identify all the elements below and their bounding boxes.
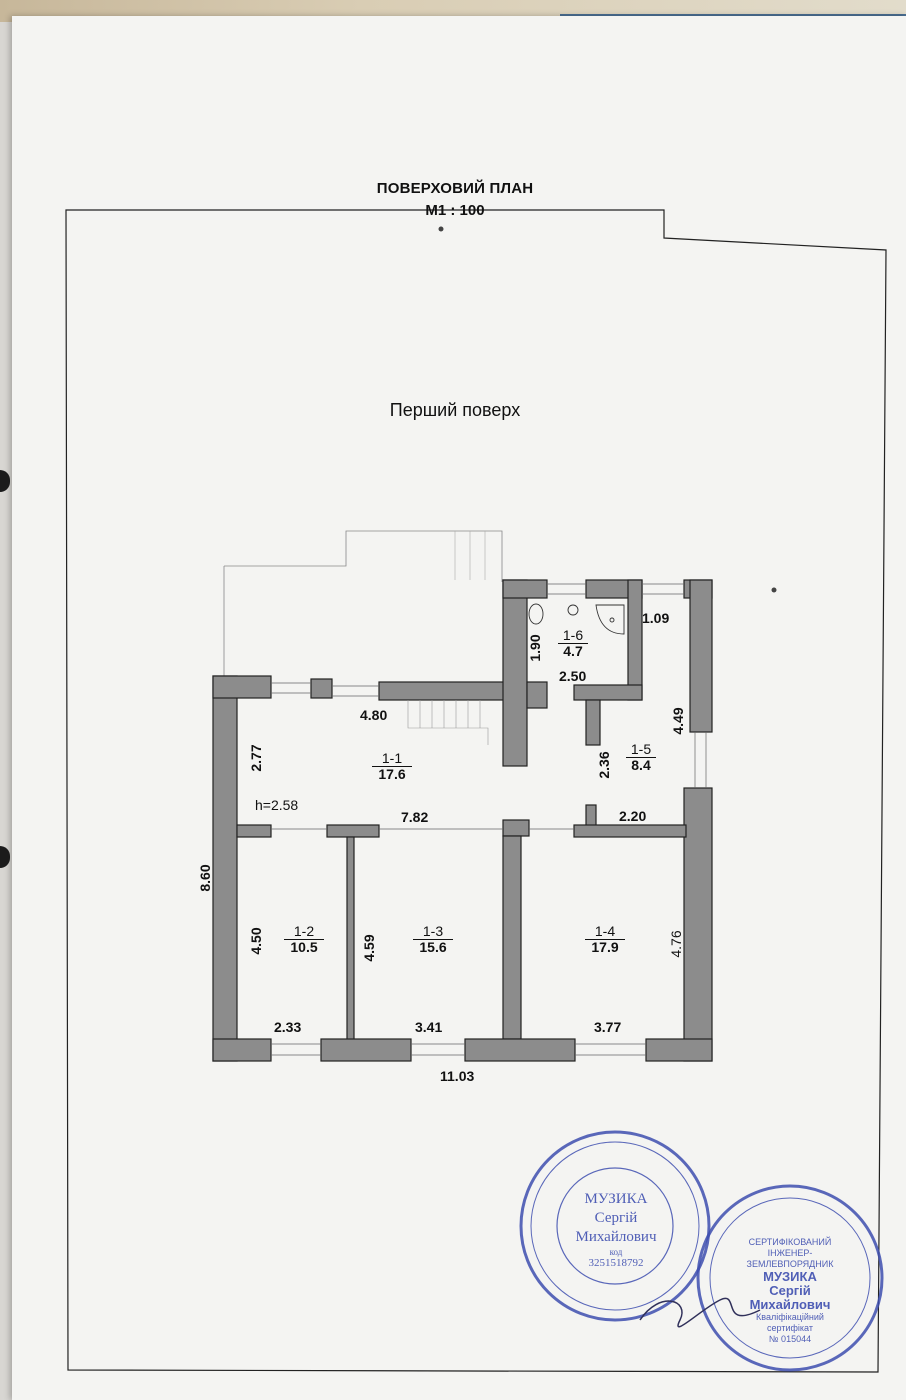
binder-clip	[0, 846, 10, 868]
cert-line: ІНЖЕНЕР-ЗЕМЛЕВПОРЯДНИК	[746, 1248, 834, 1269]
dim-room-1-2-depth: 4.50	[248, 927, 264, 955]
room-number: 1-4	[585, 924, 625, 940]
stamp-name-line: Михайлович	[575, 1229, 657, 1245]
stamp-code-label: код	[609, 1247, 623, 1257]
dim-room-1-5-side: 4.49	[670, 707, 686, 735]
room-area: 10.5	[290, 939, 318, 955]
cert-name-line: Михайлович	[749, 1297, 831, 1312]
page-title: ПОВЕРХОВИЙ ПЛАН	[376, 180, 534, 197]
cert-line: СЕРТИФІКОВАНИЙ	[748, 1237, 832, 1247]
signature	[639, 1297, 761, 1328]
room-number: 1-6	[558, 628, 588, 644]
walls	[212, 579, 713, 1062]
room-area: 15.6	[419, 939, 447, 955]
dim-room-1-3-depth: 4.59	[361, 934, 377, 962]
dim-overall-depth: 8.60	[197, 864, 213, 892]
dim-room-1-6-depth: 1.90	[527, 634, 543, 662]
window-marks	[271, 583, 707, 1056]
room-area: 4.7	[563, 643, 583, 659]
dim-room-1-4-depth: 4.76	[668, 930, 684, 958]
dim-corridor-length: 7.82	[401, 809, 429, 825]
binder-clip	[0, 470, 10, 492]
floor-label: Перший поверх	[389, 400, 521, 420]
cert-line: Кваліфікаційний	[756, 1312, 824, 1322]
ceiling-height-label: h=2.58	[255, 797, 299, 813]
document-sheet	[12, 16, 906, 1400]
company-stamp	[519, 1130, 711, 1322]
room-number: 1-1	[372, 751, 412, 767]
dim-room-1-5-depth: 2.36	[596, 751, 612, 779]
room-number: 1-2	[284, 924, 324, 940]
dim-room-1-6-width: 2.50	[559, 668, 587, 684]
room-area: 17.9	[591, 939, 619, 955]
room-1-5: 1-5 8.4	[626, 742, 656, 773]
dim-overall-width: 11.03	[440, 1068, 475, 1084]
stamp-name-line: МУЗИКА	[584, 1191, 648, 1207]
dim-room-1-4-width: 3.77	[594, 1019, 622, 1035]
room-1-3: 1-3 15.6	[413, 924, 453, 955]
room-1-6: 1-6 4.7	[558, 628, 588, 659]
cert-name-line: МУЗИКА	[763, 1269, 817, 1284]
scale-label: М1 : 100	[425, 202, 485, 219]
dim-room-1-1-depth: 2.77	[248, 744, 264, 772]
room-1-1: 1-1 17.6	[372, 751, 412, 782]
dim-room-1-2-width: 2.33	[274, 1019, 302, 1035]
dim-room-1-3-width: 3.41	[415, 1019, 443, 1035]
room-1-4: 1-4 17.9	[585, 924, 625, 955]
bathroom-fixtures	[528, 603, 625, 635]
stamp-code: 3251518792	[588, 1257, 644, 1269]
room-1-2: 1-2 10.5	[284, 924, 324, 955]
cert-line: № 015044	[768, 1334, 812, 1344]
company-stamp-text: МУЗИКА Сергій Михайлович код 3251518792	[560, 1190, 672, 1269]
dim-room-1-1-width: 4.80	[360, 707, 388, 723]
cert-name-line: Сергій	[769, 1283, 811, 1298]
room-area: 8.4	[631, 757, 651, 773]
cert-line: сертифікат	[767, 1323, 813, 1333]
stairs	[407, 700, 489, 745]
room-area: 17.6	[378, 766, 406, 782]
dim-room-1-5-width: 2.20	[619, 808, 647, 824]
stamp-name-line: Сергій	[594, 1210, 638, 1226]
room-number: 1-3	[413, 924, 453, 940]
dim-shower-width: 1.09	[642, 610, 670, 626]
room-number: 1-5	[626, 742, 656, 758]
certificate-stamp-text: СЕРТИФІКОВАНИЙ ІНЖЕНЕР-ЗЕМЛЕВПОРЯДНИК МУ…	[730, 1237, 850, 1345]
certificate-stamp	[696, 1184, 884, 1372]
